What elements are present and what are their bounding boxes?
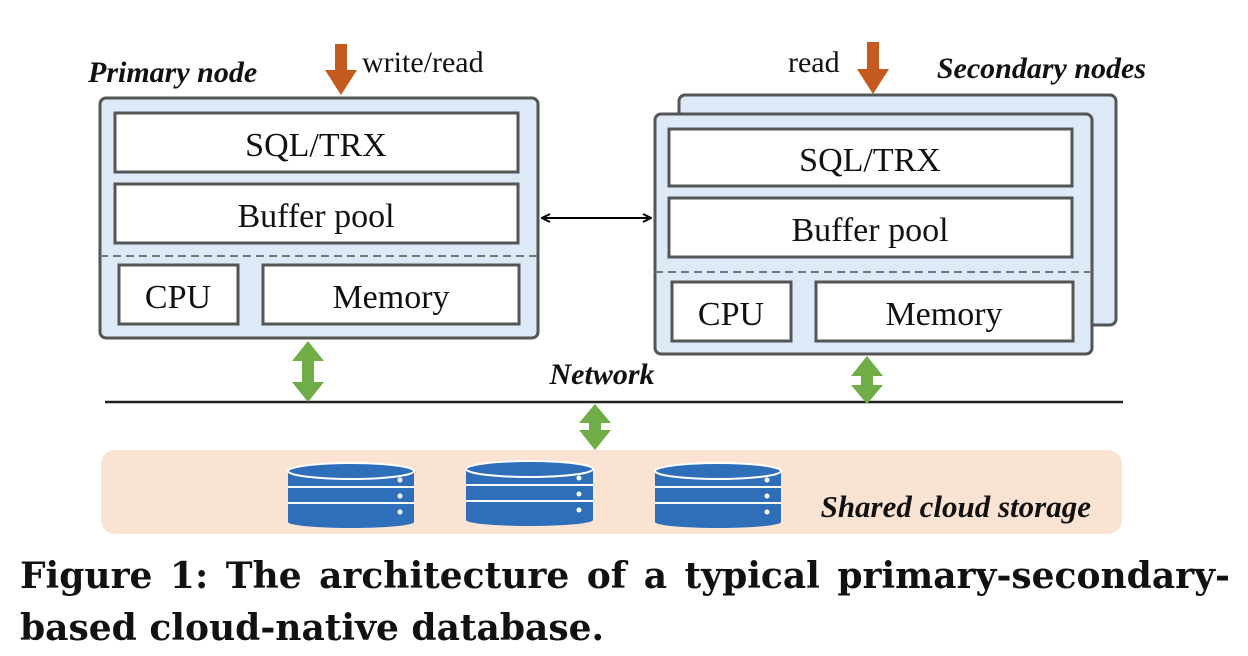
read-arrow — [857, 42, 889, 94]
storage-disk-icon — [465, 460, 594, 526]
secondary-sql-box — [667, 127, 1074, 188]
storage-disk-icon — [287, 462, 415, 528]
primary-memory-label: Memory — [332, 279, 449, 316]
write-read-label: write/read — [362, 46, 484, 79]
secondary-memory-label: Memory — [885, 296, 1002, 333]
primary-node: SQL/TRX Buffer pool CPU Memory — [98, 96, 540, 340]
primary-cpu-box — [117, 263, 240, 326]
primary-network-arrow — [292, 341, 324, 402]
secondary-buffer-label: Buffer pool — [791, 212, 948, 249]
network-label: Network — [549, 358, 655, 391]
write-read-arrow — [325, 44, 357, 95]
secondary-buffer-box — [667, 196, 1074, 259]
secondary-cpu-box — [670, 280, 793, 343]
primary-node-label: Primary node — [87, 56, 257, 89]
secondary-memory-box — [814, 280, 1075, 343]
secondary-nodes-label: Secondary nodes — [937, 52, 1146, 85]
primary-sql-label: SQL/TRX — [245, 127, 387, 164]
primary-buffer-label: Buffer pool — [237, 198, 394, 235]
storage-disk-icon — [654, 462, 782, 528]
secondary-nodes: SQL/TRX Buffer pool CPU Memory — [653, 93, 1118, 356]
figure-caption: Figure 1: The architecture of a typical … — [20, 555, 1230, 649]
shared-storage-label: Shared cloud storage — [821, 489, 1092, 524]
secondary-cpu-label: CPU — [698, 296, 764, 333]
primary-sql-box — [113, 111, 520, 174]
storage-network-arrow — [579, 404, 611, 450]
secondary-sql-label: SQL/TRX — [799, 142, 941, 179]
primary-cpu-label: CPU — [145, 279, 211, 316]
secondary-network-arrow — [851, 356, 883, 404]
primary-memory-box — [261, 263, 521, 326]
primary-buffer-box — [113, 182, 520, 245]
read-label: read — [788, 46, 840, 79]
